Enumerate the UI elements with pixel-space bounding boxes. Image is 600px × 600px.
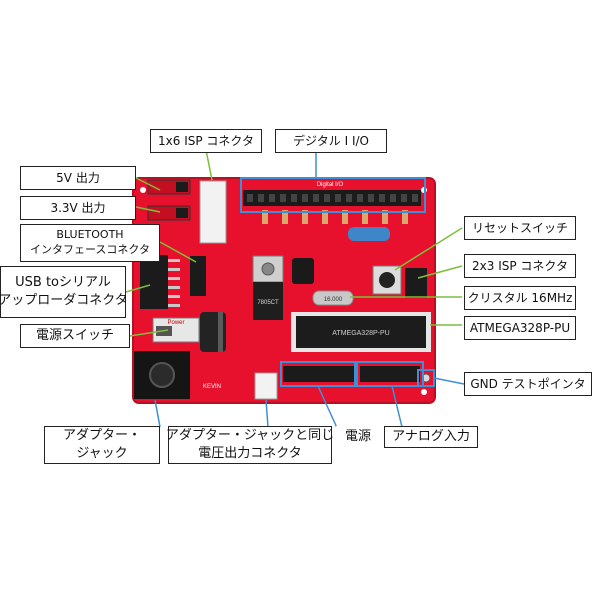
label-adapter-line2: ジャック xyxy=(76,446,128,461)
label-crystal: クリスタル 16MHz xyxy=(464,286,576,310)
resistor-row xyxy=(262,210,408,224)
leader-power-switch xyxy=(129,329,169,337)
label-reset-switch: リセットスイッチ xyxy=(464,216,576,240)
isp-1x6-header xyxy=(199,180,227,244)
atmega-marking: ATMEGA328P-PU xyxy=(332,330,389,337)
label-bluetooth-line1: BLUETOOTH xyxy=(56,228,124,242)
label-power: 電源 xyxy=(336,426,380,448)
label-usb-line1: USB toシリアル xyxy=(15,275,111,291)
leader-gnd xyxy=(433,377,465,385)
mounting-hole xyxy=(421,389,427,395)
usb-serial-header xyxy=(140,255,168,309)
leader-power xyxy=(317,385,339,431)
label-gnd-test: GND テストポインタ xyxy=(464,372,592,396)
leader-isp-1x6 xyxy=(205,149,213,181)
mounting-hole xyxy=(140,187,146,193)
label-usb-serial: USB toシリアル アップローダコネクタ xyxy=(0,266,128,318)
label-adapter-line1: アダプター・ xyxy=(62,428,141,444)
5v-pin-block xyxy=(176,182,188,192)
label-adapter-jack: アダプター・ ジャック xyxy=(44,426,160,464)
vout-header xyxy=(254,372,278,400)
reset-button-cap xyxy=(379,272,395,288)
label-same-voltage-line1: アダプター・ジャックと同じ xyxy=(165,428,335,444)
blue-capacitor xyxy=(348,227,390,241)
bluetooth-header xyxy=(190,256,206,296)
isp-2x3-header xyxy=(405,268,427,298)
crystal-marking: 16.000 xyxy=(324,297,343,303)
atmega-chip xyxy=(296,316,426,348)
leader-5v xyxy=(135,177,161,191)
power-header xyxy=(283,366,355,382)
highlight-analog-header xyxy=(356,361,424,387)
dc-jack-socket xyxy=(149,362,175,388)
leader-adapter xyxy=(154,399,161,428)
label-bluetooth: BLUETOOTH インタフェースコネクタ xyxy=(20,224,160,262)
highlight-digital-io xyxy=(240,177,426,213)
label-analog-in: アナログ入力 xyxy=(384,426,478,448)
label-same-voltage-line2: 電圧出力コネクタ xyxy=(198,446,302,461)
analog-header xyxy=(360,366,420,382)
regulator-tab-hole xyxy=(261,262,275,276)
usb-serial-pins xyxy=(168,259,180,307)
digital-io-silk: Digital I/O xyxy=(317,182,344,188)
label-digital-io: デジタル I I/O xyxy=(275,129,387,153)
label-bluetooth-line2: インタフェースコネクタ xyxy=(29,243,150,256)
label-isp-2x3: 2x3 ISP コネクタ xyxy=(464,254,576,278)
label-isp-1x6: 1x6 ISP コネクタ xyxy=(150,129,262,153)
label-usb-line2: アップローダコネクタ xyxy=(0,293,128,308)
label-atmega: ATMEGA328P-PU xyxy=(464,316,576,340)
digital-io-pins xyxy=(247,194,418,202)
label-3v3-output: 3.3V 出力 xyxy=(20,196,136,220)
leader-reset xyxy=(394,227,463,271)
3v3-pin-block xyxy=(176,208,188,218)
leader-usb xyxy=(125,284,151,293)
label-same-voltage: アダプター・ジャックと同じ 電圧出力コネクタ xyxy=(165,426,335,464)
label-power-switch: 電源スイッチ xyxy=(20,324,130,348)
capacitor-stripe xyxy=(218,312,223,352)
label-5v-output: 5V 出力 xyxy=(20,166,136,190)
regulator-marking: 7805CT xyxy=(257,300,279,306)
leader-3v3 xyxy=(135,206,161,213)
brand-silk: KEVIN xyxy=(203,384,221,390)
leader-bluetooth xyxy=(159,241,197,263)
leader-same-voltage xyxy=(265,399,269,428)
regulator-body xyxy=(253,282,283,320)
digital-io-header xyxy=(243,190,421,206)
leader-analog xyxy=(391,385,403,428)
small-capacitor xyxy=(292,258,314,284)
power-silk: Power xyxy=(167,320,184,326)
leader-isp-2x3 xyxy=(417,265,463,279)
crystal xyxy=(312,290,354,306)
